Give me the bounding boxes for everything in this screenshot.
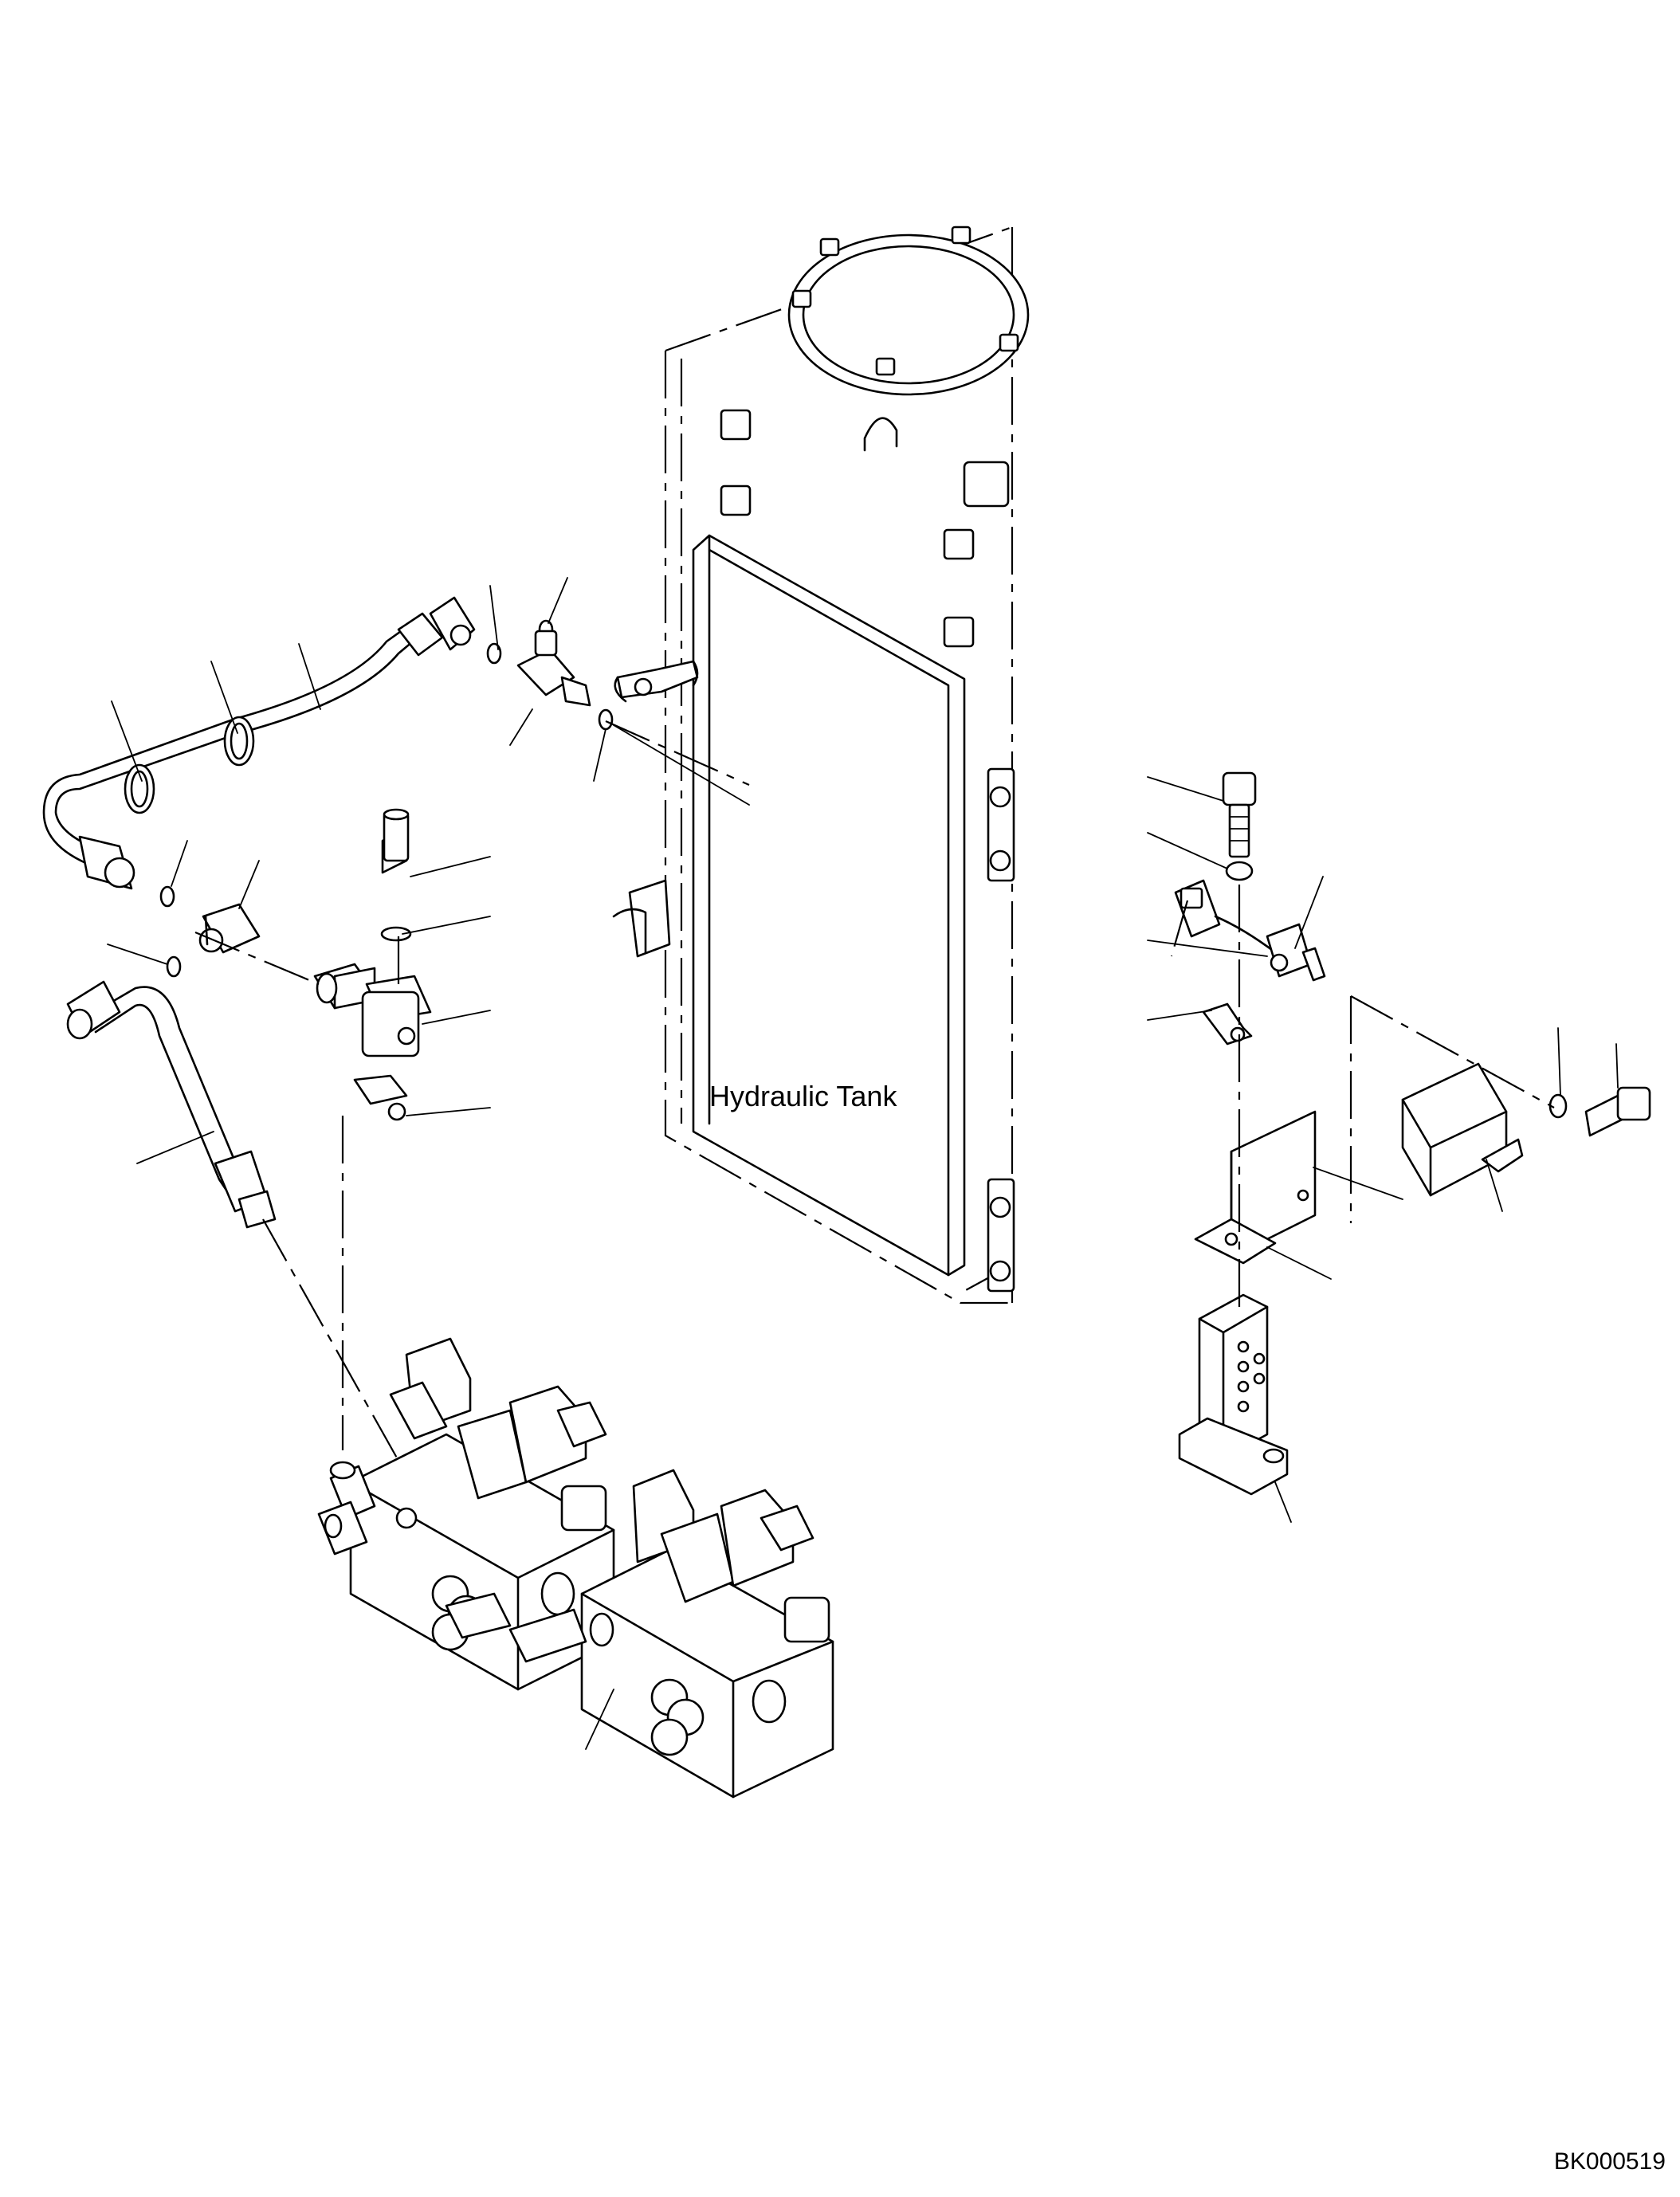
hydraulic-tank: Hydraulic Tank	[612, 226, 1030, 1304]
toggle-switch	[1174, 879, 1326, 982]
top-bolt	[1222, 771, 1257, 858]
upper-tee-fitting	[486, 619, 614, 731]
left-leader-lines	[107, 577, 750, 1164]
lower-hose-assembly	[66, 980, 277, 1229]
hydraulic-tank-label: Hydraulic Tank	[709, 1080, 897, 1112]
side-bolt	[1584, 1086, 1651, 1137]
tank-access-panel	[692, 534, 966, 1277]
control-valve-bank	[317, 1337, 834, 1799]
top-washer	[1225, 861, 1254, 881]
valve-bank-leader	[585, 1689, 614, 1750]
tank-cover-plate	[787, 226, 1030, 396]
upper-hose-assembly	[42, 596, 476, 890]
mounting-post	[1178, 1293, 1289, 1496]
lower-tee-fitting	[159, 885, 261, 978]
figure-code: BK000519	[1554, 2148, 1666, 2175]
right-switch-assembly	[1174, 771, 1651, 1496]
switch-bracket	[1194, 1110, 1317, 1265]
right-leader-lines	[1147, 776, 1619, 1523]
left-solenoid-valve	[313, 808, 432, 1121]
cover-bracket	[1401, 1062, 1524, 1197]
